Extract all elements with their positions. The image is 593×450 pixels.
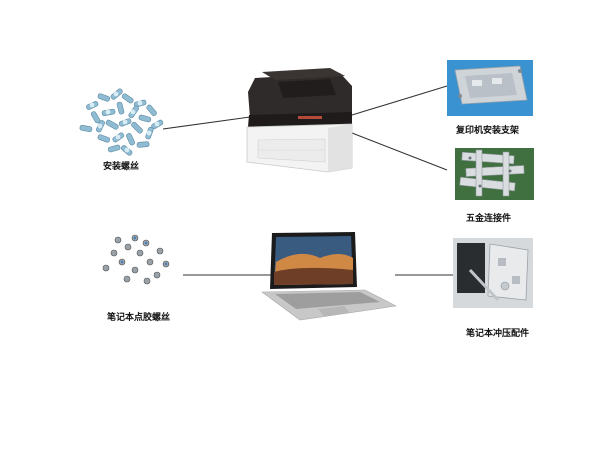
printer-bracket-image xyxy=(447,60,533,116)
line-printer-screws xyxy=(162,116,251,130)
hardware-connector-image xyxy=(455,148,534,200)
printer-screws-image xyxy=(79,88,164,156)
laptop-image xyxy=(261,232,397,321)
label-laptop-glue-screws: 笔记本点胶螺丝 xyxy=(107,313,171,323)
line-printer-connector xyxy=(351,132,448,171)
printer-image xyxy=(246,68,353,173)
label-printer-bracket: 复印机安装支架 xyxy=(456,126,520,136)
line-printer-bracket xyxy=(351,85,448,116)
label-hardware-connector: 五金连接件 xyxy=(466,214,512,224)
label-printer-screws: 安装螺丝 xyxy=(103,162,140,172)
connector-lines xyxy=(162,85,453,276)
laptop-glue-screws-image xyxy=(102,234,170,285)
laptop-stamping-parts-image xyxy=(453,238,533,308)
label-laptop-stamping-parts: 笔记本冲压配件 xyxy=(466,329,530,339)
